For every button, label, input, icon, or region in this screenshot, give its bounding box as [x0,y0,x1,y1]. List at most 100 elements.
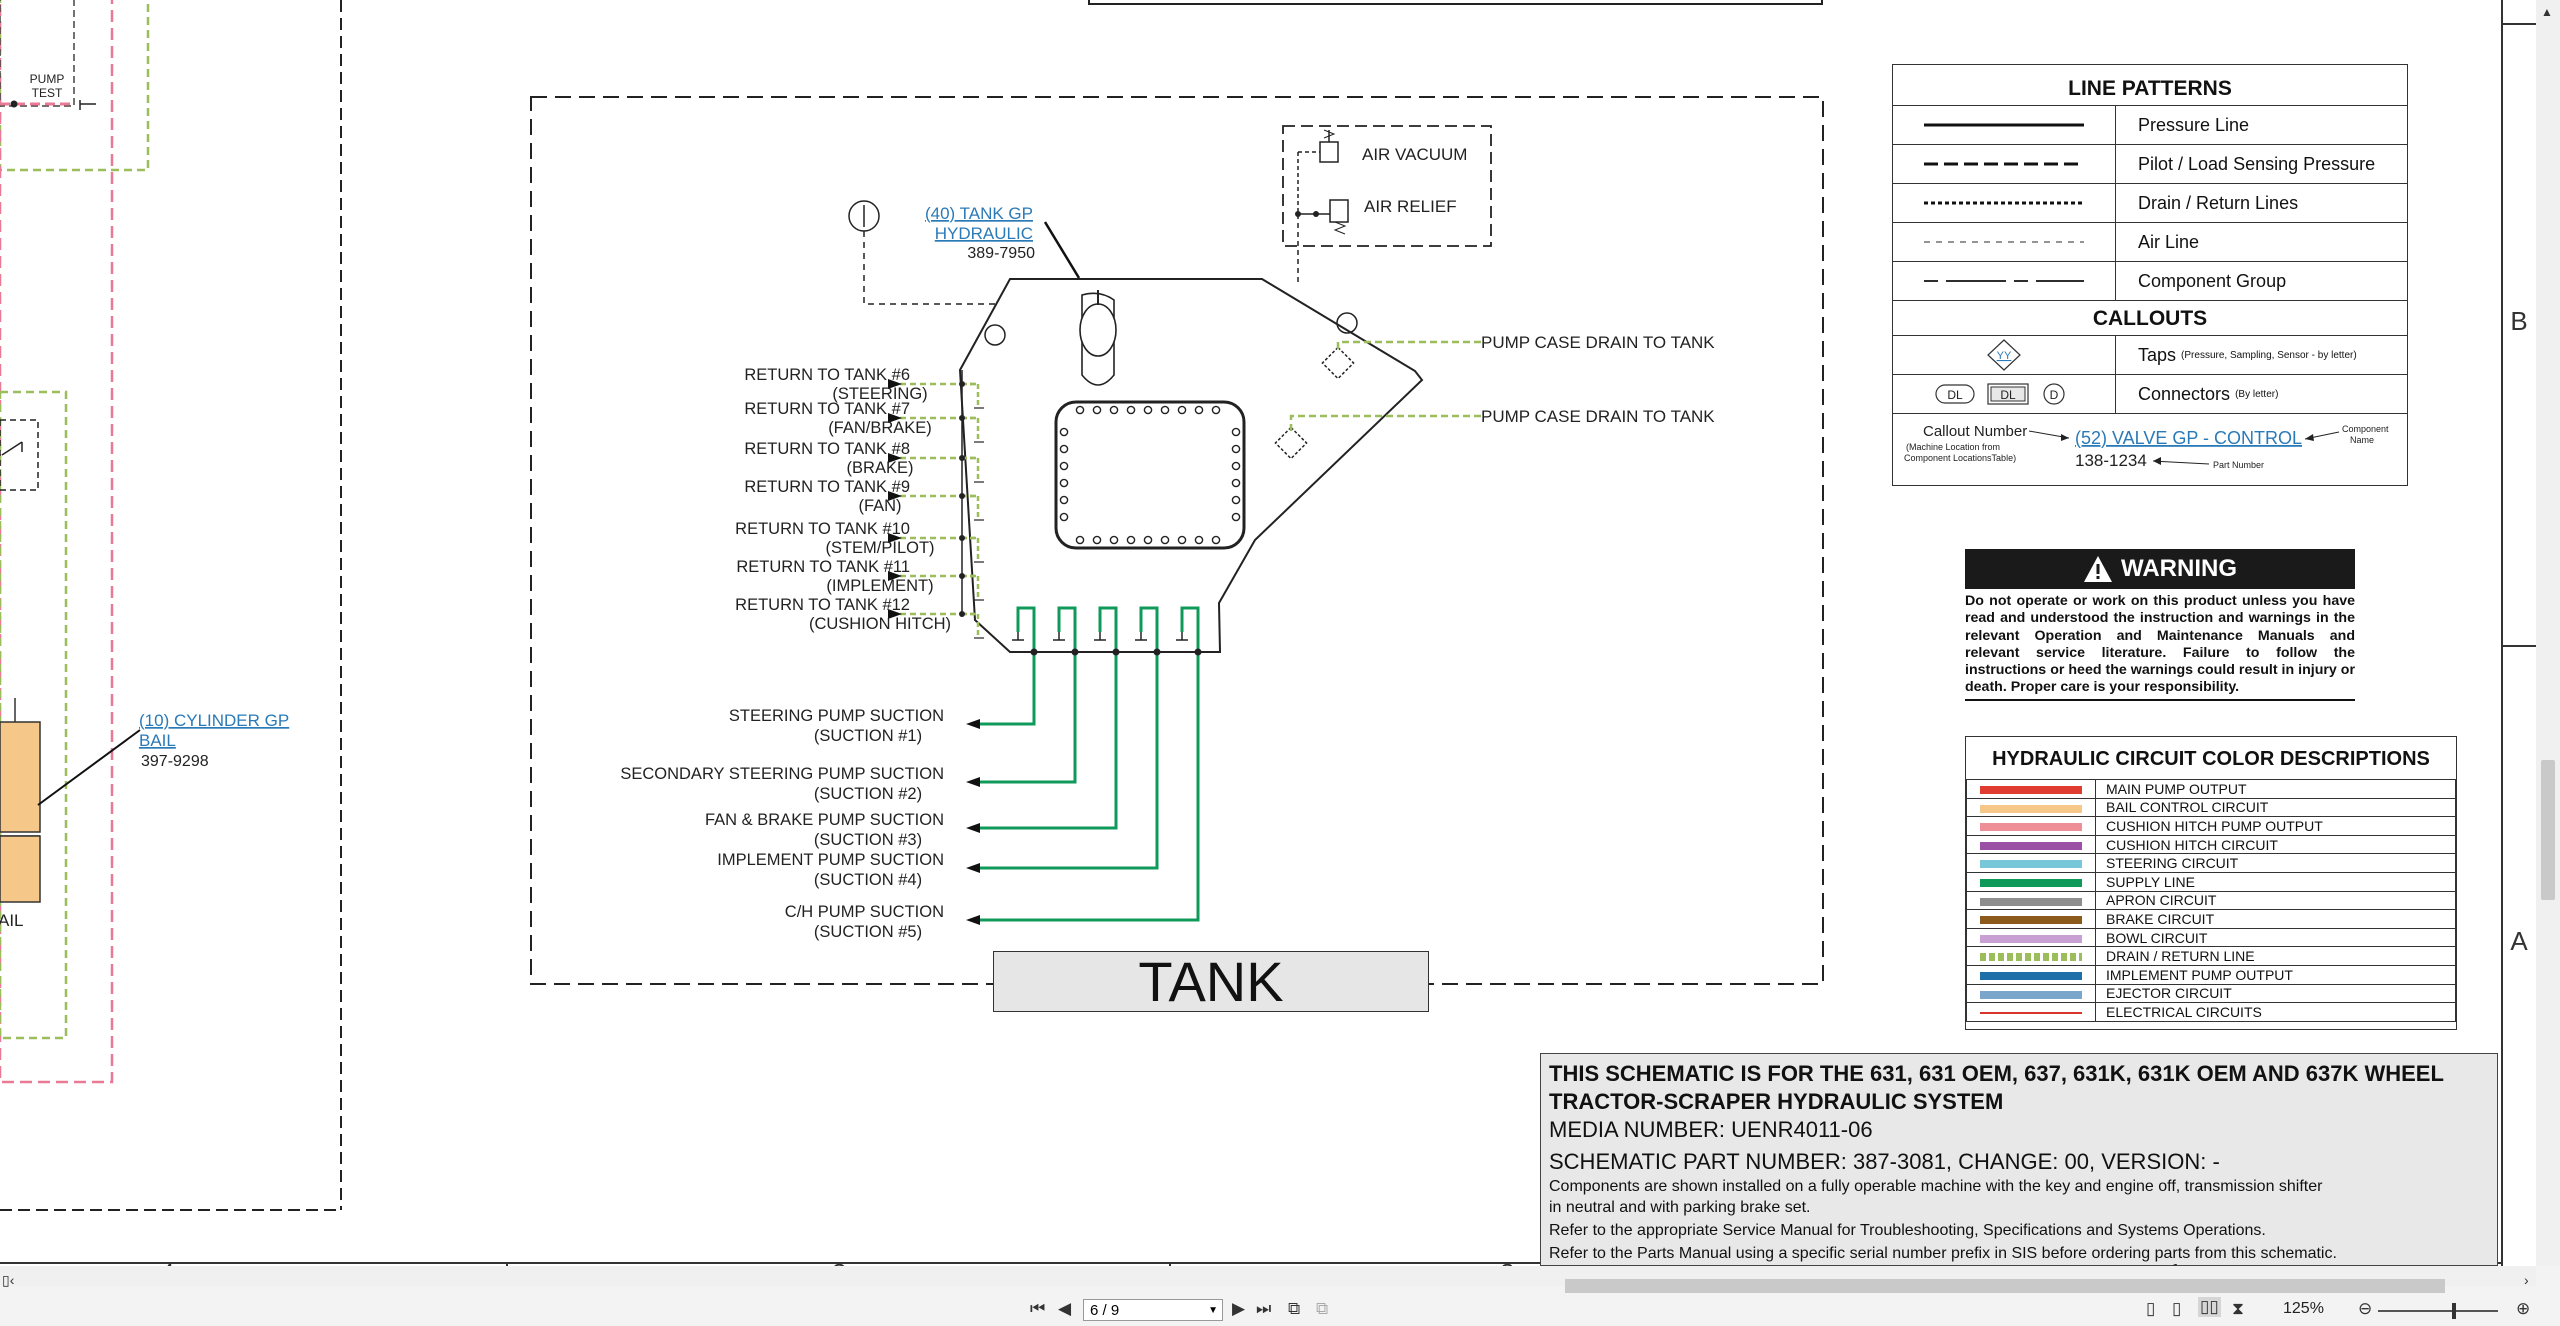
vertical-scrollbar[interactable] [2536,0,2560,1286]
scroll-up-arrow-icon[interactable]: ▲ [2541,5,2553,19]
suction-line: FAN & BRAKE PUMP SUCTION(SUCTION #3) [705,606,1120,849]
color-row: IMPLEMENT PUMP OUTPUT [1966,964,2456,985]
color-name: STEERING CIRCUIT [2095,853,2456,873]
continuous-view-icon[interactable]: ▯ [2172,1299,2182,1318]
pump-case-drain-label-1: PUMP CASE DRAIN TO TANK [1481,333,1715,352]
color-swatch [1980,860,2082,869]
color-name: CUSHION HITCH PUMP OUTPUT [2095,816,2456,836]
example-callout-name: (52) VALVE GP - CONTROL [2075,428,2302,448]
component-name-note-1: Component [2342,424,2389,434]
page-dropdown-icon[interactable]: ▼ [1208,1305,1218,1316]
part-number-note: Part Number [2213,460,2264,470]
page-number-input[interactable]: 6 / 9▼ [1083,1299,1223,1321]
pump-test-fragment: PUMP TEST [0,0,150,1084]
color-name: APRON CIRCUIT [2095,890,2456,911]
return-lines: RETURN TO TANK #6(STEERING) RETURN TO TAN… [735,366,984,639]
callout-location-note-1: (Machine Location from [1906,442,2000,452]
connectors-label: Connectors [2138,383,2231,404]
zoom-slider-knob[interactable] [2452,1303,2456,1319]
title-block: THIS SCHEMATIC IS FOR THE 631, 631 OEM, … [1540,1053,2498,1266]
callout-location-note-2: Component LocationsTable) [1904,453,2016,463]
paste-page-icon[interactable]: ⧉ [1316,1299,1329,1318]
vertical-scroll-thumb[interactable] [2541,760,2555,900]
color-swatch [1980,972,2082,981]
suction-line: IMPLEMENT PUMP SUCTION(SUCTION #4) [717,606,1161,889]
suction-label-line1: STEERING PUMP SUCTION [729,707,944,725]
color-swatch [1980,897,2082,906]
cylinder-callout[interactable]: (10) CYLINDER GP BAIL 397-9298 [139,711,289,770]
scroll-right-icon[interactable]: › [2524,1272,2529,1288]
color-row: DRAIN / RETURN LINE [1966,946,2456,966]
color-name: MAIN PUMP OUTPUT [2095,779,2456,799]
pump-test-label-1: PUMP [30,72,65,86]
color-row: STEERING CIRCUIT [1966,853,2456,873]
color-name: BAIL CONTROL CIRCUIT [2095,797,2456,818]
bail-cylinder-fragment: AIL [0,390,141,1040]
return-label-line2: (STEERING) [832,385,927,403]
horizontal-scroll-thumb[interactable] [1565,1279,2445,1293]
color-swatch [1980,786,2082,795]
suction-line: C/H PUMP SUCTION(SUCTION #5) [785,606,1202,941]
return-label-line2: (STEM/PILOT) [825,539,934,557]
suction-label-line2: (SUCTION #1) [814,727,922,745]
note-3: Refer to the Parts Manual using a specif… [1549,1245,2337,1262]
note-1a: Components are shown installed on a full… [1549,1178,2323,1195]
pump-test-label-2: TEST [32,86,63,100]
callouts-title: CALLOUTS [1893,300,2407,335]
previous-page-icon[interactable]: ◀ [1058,1299,1072,1318]
scroll-left-icon[interactable]: ▯‹ [2,1272,15,1288]
callout-number-label: Callout Number [1923,423,2027,440]
warning-title: WARNING [2121,555,2237,582]
book-view-icon[interactable]: ⧗ [2232,1299,2244,1318]
zoom-in-icon[interactable]: ⊕ [2516,1299,2531,1318]
return-label-line1: RETURN TO TANK #6 [744,366,910,384]
last-page-icon[interactable]: ⏭ [1256,1299,1272,1318]
tank-body [958,278,1424,653]
suction-line: STEERING PUMP SUCTION (SUCTION #1) [729,606,1038,745]
color-row: EJECTOR CIRCUIT [1966,983,2456,1004]
legend-row: Component Group [1893,261,2407,300]
return-label-line2: (BRAKE) [847,459,914,477]
copy-page-icon[interactable]: ⧉ [1288,1299,1301,1318]
callout-example: Callout Number (Machine Location from Co… [1893,413,2407,480]
air-vacuum-label: AIR VACUUM [1362,145,1467,164]
line-patterns-legend: LINE PATTERNS Pressure Line Pilot / Load… [1892,64,2408,486]
zoom-out-icon[interactable]: ⊖ [2358,1299,2373,1318]
media-number: MEDIA NUMBER: UENR4011-06 [1549,1117,1873,1142]
color-name: DRAIN / RETURN LINE [2095,946,2456,966]
taps-symbol: YY [1997,350,2012,362]
single-page-view-icon[interactable]: ▯ [2146,1299,2156,1318]
color-swatch [1980,823,2082,832]
return-line: RETURN TO TANK #12(CUSHION HITCH) [735,596,984,639]
warning-triangle-icon [2084,556,2112,582]
color-name: BRAKE CIRCUIT [2095,909,2456,929]
example-part-number: 138-1234 [2075,451,2147,470]
zoom-level[interactable]: 125% [2283,1300,2324,1317]
color-swatch [1980,990,2082,999]
return-label-line1: RETURN TO TANK #12 [735,596,910,614]
title-line-1: THIS SCHEMATIC IS FOR THE 631, 631 OEM, … [1549,1061,2444,1086]
circuit-color-descriptions: HYDRAULIC CIRCUIT COLOR DESCRIPTIONS MAI… [1965,736,2457,1030]
suction-label-line2: (SUCTION #3) [814,831,922,849]
next-page-icon[interactable]: ▶ [1232,1299,1246,1318]
color-row: BAIL CONTROL CIRCUIT [1966,797,2456,818]
two-page-view-icon[interactable]: ▯▯ [2198,1297,2221,1317]
return-label-line2: (IMPLEMENT) [826,577,933,595]
zoom-slider[interactable] [2378,1310,2498,1312]
tank-callout-part: 389-7950 [967,245,1035,262]
schematic-part-number: SCHEMATIC PART NUMBER: 387-3081, CHANGE:… [1549,1149,2220,1174]
legend-row: Pilot / Load Sensing Pressure [1893,144,2407,183]
legend-pressure-line: Pressure Line [2138,114,2250,135]
color-name: SUPPLY LINE [2095,871,2456,892]
color-swatch [1980,1012,2082,1015]
air-relief-label: AIR RELIEF [1364,197,1457,216]
tank-title-label: TANK [993,951,1429,1012]
document-viewport[interactable]: PUMP TEST AIL (10) CYLINDER GP BAIL 397-… [0,0,2536,1266]
first-page-icon[interactable]: ⏮ [1030,1299,1046,1318]
color-row: SUPPLY LINE [1966,871,2456,892]
color-row: CUSHION HITCH CIRCUIT [1966,834,2456,855]
legend-drain-line: Drain / Return Lines [2138,192,2299,213]
tank-callout[interactable]: (40) TANK GP HYDRAULIC 389-7950 [848,200,1081,312]
color-descriptions-title: HYDRAULIC CIRCUIT COLOR DESCRIPTIONS [1992,748,2430,770]
note-2: Refer to the appropriate Service Manual … [1549,1222,2266,1239]
